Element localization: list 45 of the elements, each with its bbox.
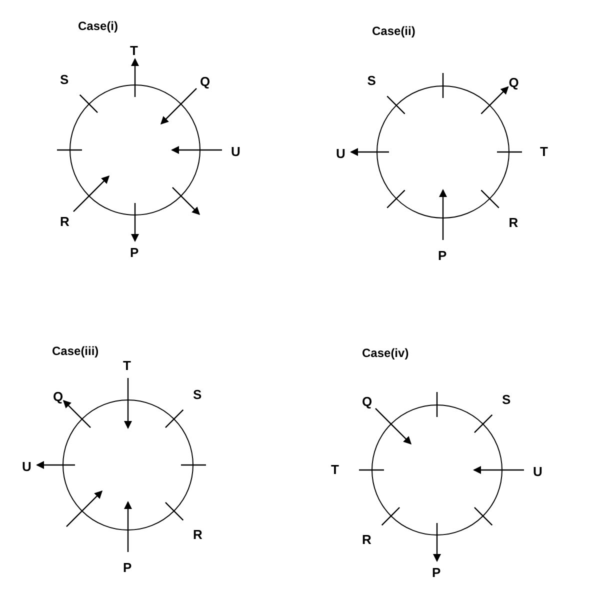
letter: Q xyxy=(362,394,372,409)
arrow xyxy=(160,88,197,125)
letter: S xyxy=(502,392,511,407)
case-heading: Case(i) xyxy=(78,19,118,33)
letter: T xyxy=(123,358,131,373)
letter: R xyxy=(508,216,518,230)
arrow xyxy=(473,466,524,474)
letter: T xyxy=(540,145,548,159)
letter: S xyxy=(193,388,202,402)
letter: P xyxy=(432,565,441,580)
letter: U xyxy=(533,464,542,479)
case-heading: Case(ii) xyxy=(372,24,416,38)
letter: P xyxy=(123,560,132,575)
letter: Q xyxy=(508,75,519,90)
arrow xyxy=(62,400,91,428)
letter: Q xyxy=(52,388,64,404)
arrow xyxy=(375,408,412,445)
letter: P xyxy=(130,245,139,260)
letter: R xyxy=(362,533,372,547)
arrow xyxy=(171,146,222,154)
arrow xyxy=(131,203,139,242)
letter: T xyxy=(331,463,339,477)
letter: U xyxy=(22,459,32,474)
letter: S xyxy=(60,72,69,87)
arrow xyxy=(433,523,441,562)
arrow xyxy=(439,189,447,240)
letter: R xyxy=(60,214,70,229)
arrow xyxy=(131,58,139,97)
letter: S xyxy=(367,74,376,88)
letter: P xyxy=(438,248,447,263)
arrow xyxy=(172,187,200,216)
arrow xyxy=(66,490,103,527)
arrow xyxy=(36,461,75,469)
arrow xyxy=(124,378,132,429)
letter: R xyxy=(193,528,202,542)
arrow xyxy=(480,86,509,114)
letter: T xyxy=(130,43,138,58)
case-heading: Case(iv) xyxy=(362,346,409,360)
arrow xyxy=(350,148,389,156)
arrow xyxy=(73,175,110,212)
case-heading: Case(iii) xyxy=(52,344,99,358)
letter: U xyxy=(231,144,240,159)
arrow xyxy=(124,501,132,552)
letter: U xyxy=(336,146,346,161)
letter: Q xyxy=(200,74,210,89)
